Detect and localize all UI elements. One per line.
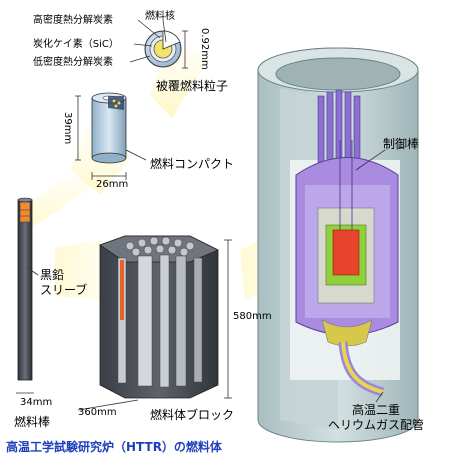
label-compact-diameter: 26mm	[96, 179, 129, 190]
label-rod-diameter: 34mm	[20, 397, 53, 408]
coated-particle	[129, 19, 188, 69]
fuel-block-graphic	[77, 235, 232, 411]
label-fuel-block: 燃料体ブロック	[150, 408, 235, 422]
label-coated-particle: 被覆燃料粒子	[156, 79, 229, 93]
label-fuel-compact: 燃料コンパクト	[150, 157, 235, 171]
label-silicon-carbide: 炭化ケイ素（SiC）	[33, 39, 119, 50]
fuel-compact	[75, 92, 147, 180]
fuel-rod	[16, 197, 39, 394]
label-compact-height: 39mm	[62, 112, 73, 145]
label-graphite-sleeve: 黒鉛 スリーブ	[40, 268, 88, 297]
label-block-height: 580mm	[233, 311, 272, 322]
reactor-cutaway	[257, 47, 419, 443]
label-block-width: 360mm	[78, 407, 117, 418]
label-low-density-pyrocarbon: 低密度熱分解炭素	[33, 57, 113, 68]
label-control-rod: 制御棒	[383, 137, 420, 151]
label-fuel-rod: 燃料棒	[14, 415, 51, 429]
label-fuel-kernel: 燃料核	[145, 11, 175, 22]
diagram-caption: 高温工学試験研究炉（HTTR）の燃料体	[6, 440, 222, 454]
label-helium-gas-pipe: 高温二重 ヘリウムガス配管	[328, 403, 425, 432]
label-particle-diameter: 0.92mm	[199, 28, 210, 70]
label-high-density-pyrocarbon: 高密度熱分解炭素	[33, 15, 113, 26]
